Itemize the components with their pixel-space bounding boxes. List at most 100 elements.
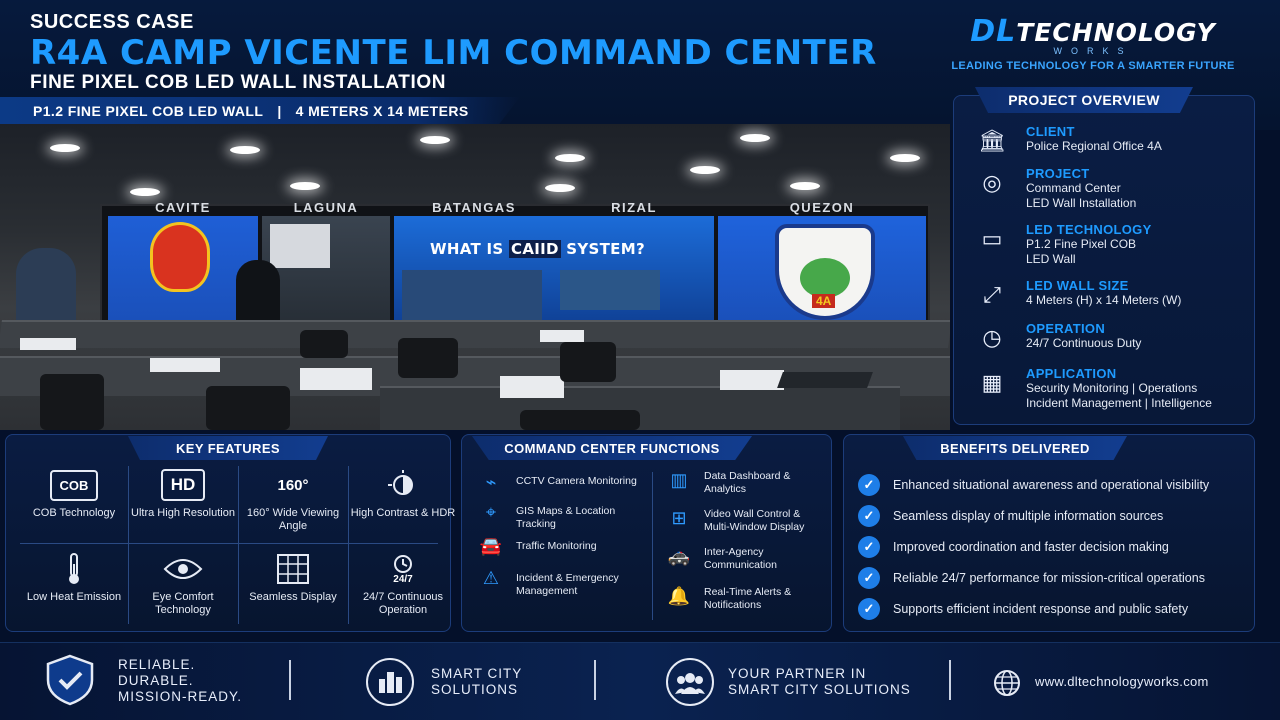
feature-contrast: High Contrast & HDR bbox=[349, 466, 457, 520]
logo-works: WORKS bbox=[1053, 46, 1133, 56]
benefits-panel bbox=[843, 434, 1255, 632]
feature-label: COB Technology bbox=[32, 507, 116, 519]
ceiling-light bbox=[790, 182, 820, 190]
desk-placard bbox=[150, 358, 220, 372]
benefit-item: ✓ Enhanced situational awareness and ope… bbox=[858, 474, 1248, 496]
website-link[interactable]: www.dltechnologyworks.com bbox=[1035, 674, 1209, 689]
benefit-item: ✓ Supports efficient incident response a… bbox=[858, 598, 1248, 620]
ceiling-light bbox=[740, 134, 770, 142]
desk-placard bbox=[540, 330, 584, 342]
divider bbox=[20, 543, 438, 544]
overview-item-application: ▦ APPLICATION Security Monitoring | Oper… bbox=[975, 366, 1245, 414]
chair bbox=[40, 374, 104, 430]
benefits-title: BENEFITS DELIVERED bbox=[903, 436, 1127, 460]
overview-heading: LED TECHNOLOGY bbox=[1026, 222, 1152, 237]
clock-24-icon: ◷ bbox=[982, 325, 1002, 350]
feature-label: Ultra High Resolution bbox=[131, 507, 235, 519]
screen-video-window bbox=[270, 224, 330, 268]
desk-placard bbox=[300, 368, 372, 390]
overview-item-operation: ◷ OPERATION 24/7 Continuous Duty bbox=[975, 321, 1245, 355]
clock-24-label: 24/7 bbox=[393, 573, 413, 585]
function-label: GIS Maps & Location Tracking bbox=[516, 505, 616, 530]
check-icon: ✓ bbox=[858, 598, 880, 620]
bar-chart-icon: ▥ bbox=[670, 470, 688, 490]
cctv-icon: ⌁ bbox=[485, 472, 497, 492]
screen-label-rizal: RIZAL bbox=[611, 200, 657, 215]
desk-placard bbox=[500, 376, 564, 398]
function-video-wall: ⊞ Video Wall Control & Multi-Window Disp… bbox=[664, 508, 834, 538]
overview-text: Police Regional Office 4A bbox=[1026, 139, 1256, 154]
footer-line: MISSION-READY. bbox=[118, 689, 243, 704]
feature-eye-comfort: Eye Comfort Technology bbox=[129, 550, 237, 617]
screen-headline-pre: WHAT IS bbox=[430, 240, 510, 258]
ceiling-light bbox=[50, 144, 80, 152]
feature-label: Eye Comfort Technology bbox=[152, 591, 214, 616]
overview-heading: CLIENT bbox=[1026, 124, 1075, 139]
feature-low-heat: Low Heat Emission bbox=[20, 550, 128, 604]
overview-line: 24/7 Continuous Duty bbox=[1026, 336, 1142, 350]
target-icon: ◎ bbox=[982, 170, 1002, 195]
overview-heading: PROJECT bbox=[1026, 166, 1090, 181]
grid-icon: ▦ bbox=[981, 370, 1003, 395]
divider bbox=[652, 472, 653, 620]
overview-line: P1.2 Fine Pixel COB bbox=[1026, 237, 1137, 251]
benefit-item: ✓ Seamless display of multiple informati… bbox=[858, 505, 1248, 527]
function-label: Video Wall Control & Multi-Window Displa… bbox=[704, 508, 805, 533]
overview-heading: LED WALL SIZE bbox=[1026, 278, 1129, 293]
divider bbox=[348, 466, 349, 624]
person-figure bbox=[16, 248, 76, 332]
overview-line: Police Regional Office 4A bbox=[1026, 139, 1162, 153]
windows-grid-icon: ⊞ bbox=[671, 508, 687, 528]
footer-line: DURABLE. bbox=[118, 673, 194, 688]
footer-line: SMART CITY bbox=[431, 666, 523, 681]
cob-icon: COB bbox=[49, 469, 99, 501]
screen-label-batangas: BATANGAS bbox=[432, 200, 516, 215]
ceiling-light bbox=[890, 154, 920, 162]
ceiling-light bbox=[230, 146, 260, 154]
overview-item-wall-size: ⤢ LED WALL SIZE 4 Meters (H) x 14 Meters… bbox=[975, 278, 1245, 312]
emblem-4a-label: 4A bbox=[812, 294, 836, 308]
overview-line: LED Wall bbox=[1026, 252, 1076, 266]
page-subtitle: FINE PIXEL COB LED WALL INSTALLATION bbox=[30, 72, 447, 93]
overview-text: 24/7 Continuous Duty bbox=[1026, 336, 1256, 351]
car-icon: 🚘 bbox=[479, 536, 503, 556]
viewing-angle-icon: 160° bbox=[277, 476, 309, 494]
chair bbox=[560, 342, 616, 382]
ceiling-light bbox=[290, 182, 320, 190]
footer-line: SMART CITY SOLUTIONS bbox=[728, 682, 911, 697]
page-title: R4A CAMP VICENTE LIM COMMAND CENTER bbox=[30, 33, 877, 73]
company-logo[interactable]: DLTECHNOLOGY WORKS LEADING TECHNOLOGY FO… bbox=[936, 14, 1250, 76]
function-label: Real-Time Alerts & Notifications bbox=[704, 586, 792, 611]
feature-continuous: 24/7 24/7 Continuous Operation bbox=[349, 550, 457, 617]
pnp-emblem-icon bbox=[150, 222, 210, 292]
clock-24-icon: 24/7 bbox=[349, 550, 457, 588]
function-incident: ⚠ Incident & Emergency Management bbox=[476, 568, 646, 600]
city-buildings-icon bbox=[366, 658, 414, 706]
function-label: Inter-Agency Communication bbox=[704, 546, 777, 571]
divider bbox=[289, 660, 291, 700]
logo-wordmark: DLTECHNOLOGY bbox=[936, 14, 1250, 49]
ceiling-light bbox=[545, 184, 575, 192]
check-icon: ✓ bbox=[858, 536, 880, 558]
benefit-text: Seamless display of multiple information… bbox=[893, 509, 1164, 523]
function-traffic: 🚘 Traffic Monitoring bbox=[476, 536, 646, 560]
feature-label: 160° Wide Viewing Angle bbox=[246, 507, 340, 532]
agency-car-icon: 🚓 bbox=[667, 546, 691, 566]
desk-placard bbox=[20, 338, 76, 350]
overview-line: 4 Meters (H) x 14 Meters (W) bbox=[1026, 293, 1182, 307]
divider bbox=[128, 466, 129, 624]
desk-placard bbox=[720, 370, 784, 390]
check-icon: ✓ bbox=[858, 474, 880, 496]
overview-heading: APPLICATION bbox=[1026, 366, 1117, 381]
footer bbox=[0, 642, 1280, 720]
chair bbox=[520, 410, 640, 430]
footer-partner: YOUR PARTNER IN SMART CITY SOLUTIONS bbox=[728, 666, 911, 698]
benefit-text: Supports efficient incident response and… bbox=[893, 602, 1189, 616]
eyebrow-label: SUCCESS CASE bbox=[30, 11, 194, 33]
feature-label: High Contrast & HDR bbox=[350, 507, 456, 519]
benefit-text: Improved coordination and faster decisio… bbox=[893, 540, 1169, 554]
laptop bbox=[777, 372, 873, 388]
benefit-text: Reliable 24/7 performance for mission-cr… bbox=[893, 571, 1205, 585]
